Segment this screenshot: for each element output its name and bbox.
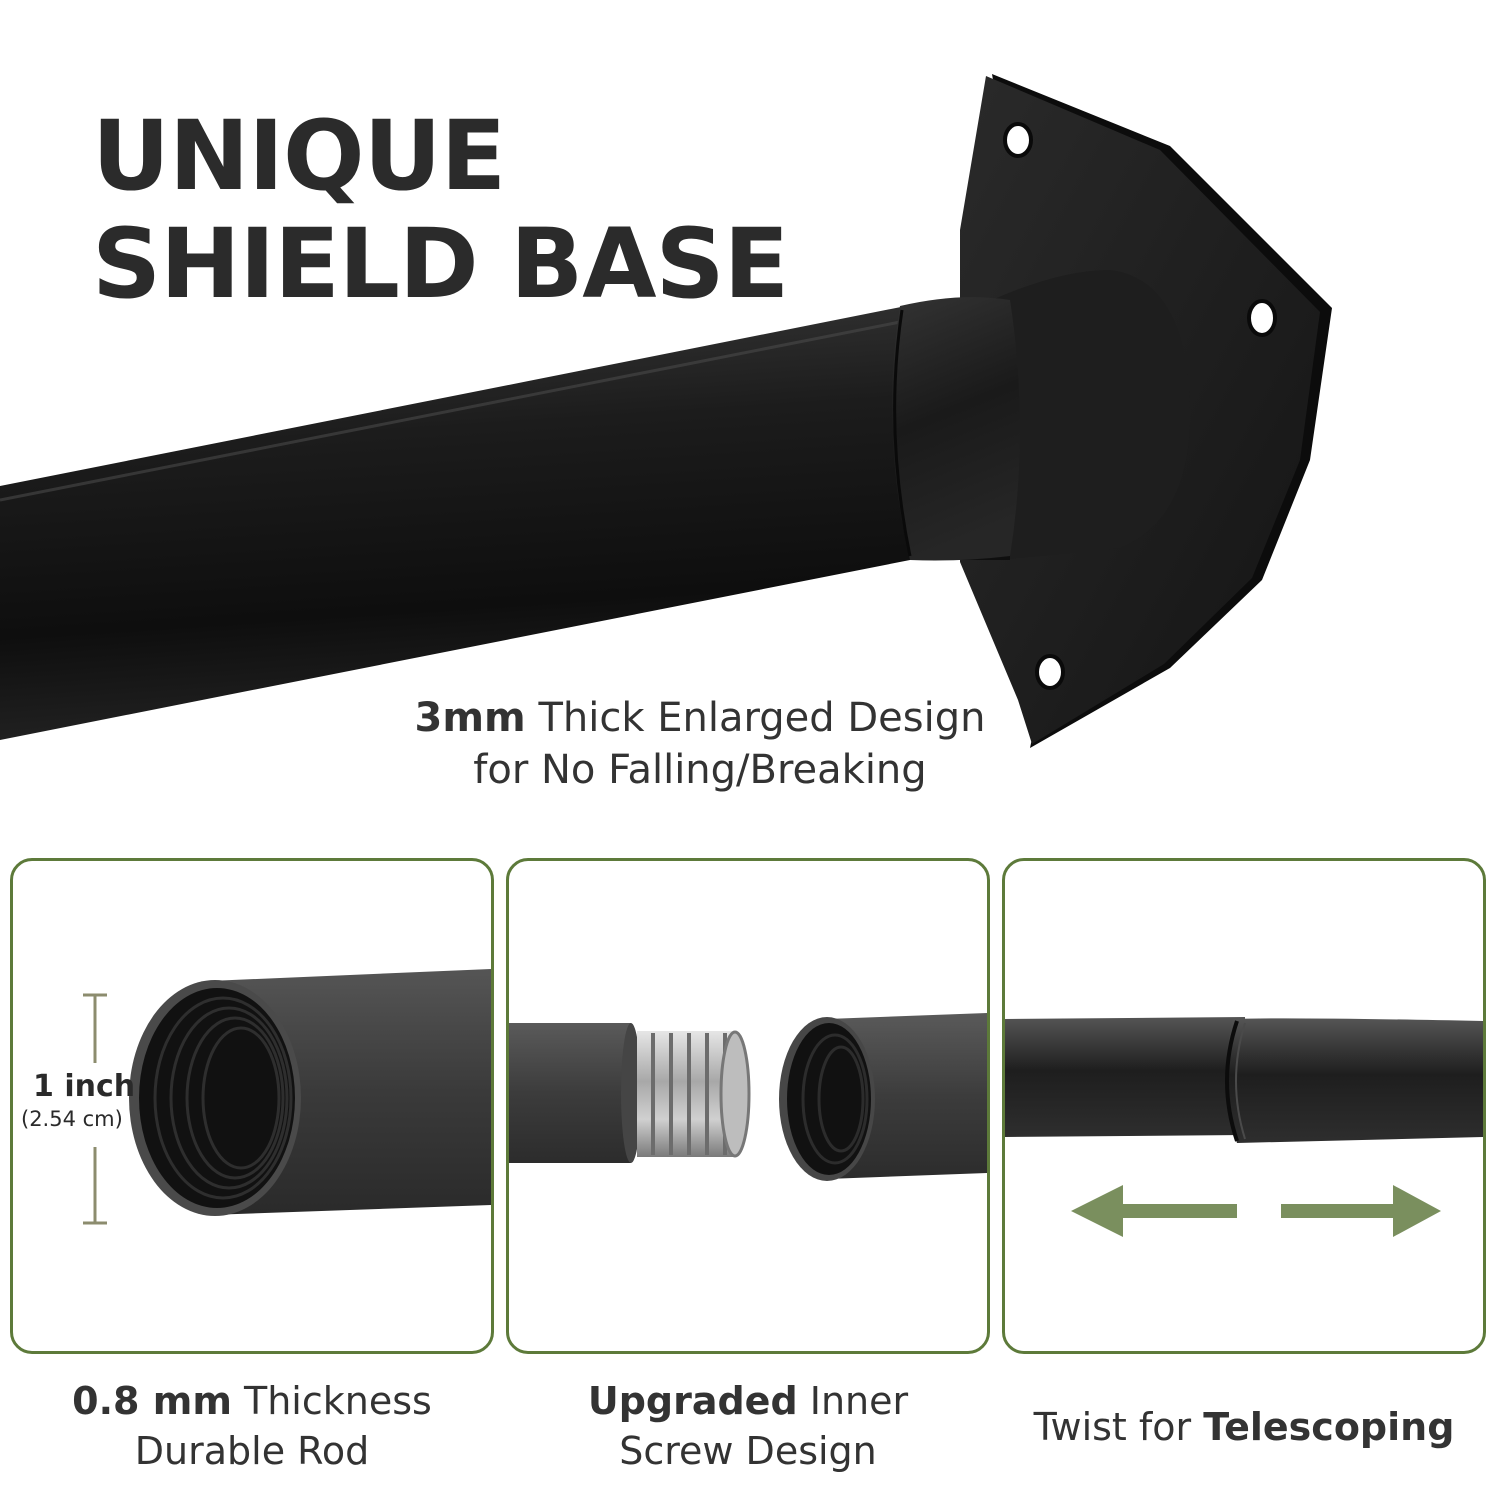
- panel-caption-telescoping: Twist for Telescoping: [1002, 1402, 1486, 1452]
- dimension-label: 1 inch: [33, 1069, 136, 1104]
- panel-caption-bold: Telescoping: [1203, 1405, 1455, 1449]
- panel-caption-rest: Thickness: [231, 1379, 432, 1423]
- panel-caption-line-1: Upgraded Inner: [506, 1376, 990, 1426]
- hero-caption-rest: Thick Enlarged Design: [525, 695, 986, 741]
- hero-caption: 3mm Thick Enlarged Design for No Falling…: [340, 692, 1060, 796]
- left-arrow-icon: [1071, 1185, 1237, 1237]
- headline-line-2: SHIELD BASE: [92, 208, 789, 320]
- panel-telescoping: [1002, 858, 1486, 1354]
- headline-line-1: UNIQUE: [92, 100, 506, 212]
- dimension-sub-label: (2.54 cm): [21, 1107, 123, 1131]
- right-arrow-icon: [1281, 1185, 1441, 1237]
- hero-caption-bold: 3mm: [414, 695, 526, 741]
- panel-caption-inner-screw: Upgraded Inner Screw Design: [506, 1376, 990, 1476]
- panel-caption-line-2: Screw Design: [619, 1429, 877, 1473]
- panel-caption-bold: Upgraded: [587, 1379, 798, 1423]
- rod-cross-section-illustration: [83, 969, 491, 1225]
- panel-caption-bold: 0.8 mm: [72, 1379, 232, 1423]
- panel-caption-line-2: Durable Rod: [134, 1429, 370, 1473]
- panel-caption-rod-thickness: 0.8 mm Thickness Durable Rod: [10, 1376, 494, 1476]
- panel-rod-thickness: 1 inch (2.54 cm): [10, 858, 494, 1354]
- shield-base-cup: [992, 270, 1190, 560]
- rod-end-sleeve: [892, 297, 1020, 561]
- screw-hole: [1035, 654, 1065, 690]
- screw-hole: [1247, 299, 1277, 337]
- hero-caption-line-1: 3mm Thick Enlarged Design: [340, 692, 1060, 744]
- panel-caption-line-1: 0.8 mm Thickness: [10, 1376, 494, 1426]
- telescoping-rod-illustration: [1005, 1017, 1483, 1237]
- panel-caption-prefix: Twist for: [1033, 1405, 1204, 1449]
- hero-rod-illustration: [0, 74, 1332, 748]
- inner-screw-illustration: [509, 1013, 987, 1181]
- panel-caption-line-1: Twist for Telescoping: [1002, 1402, 1486, 1452]
- panel-inner-screw: [506, 858, 990, 1354]
- panel-caption-rest: Inner: [797, 1379, 909, 1423]
- screw-hole: [1003, 122, 1033, 158]
- hero-caption-line-2: for No Falling/Breaking: [473, 747, 927, 793]
- rod-body: [0, 300, 1010, 740]
